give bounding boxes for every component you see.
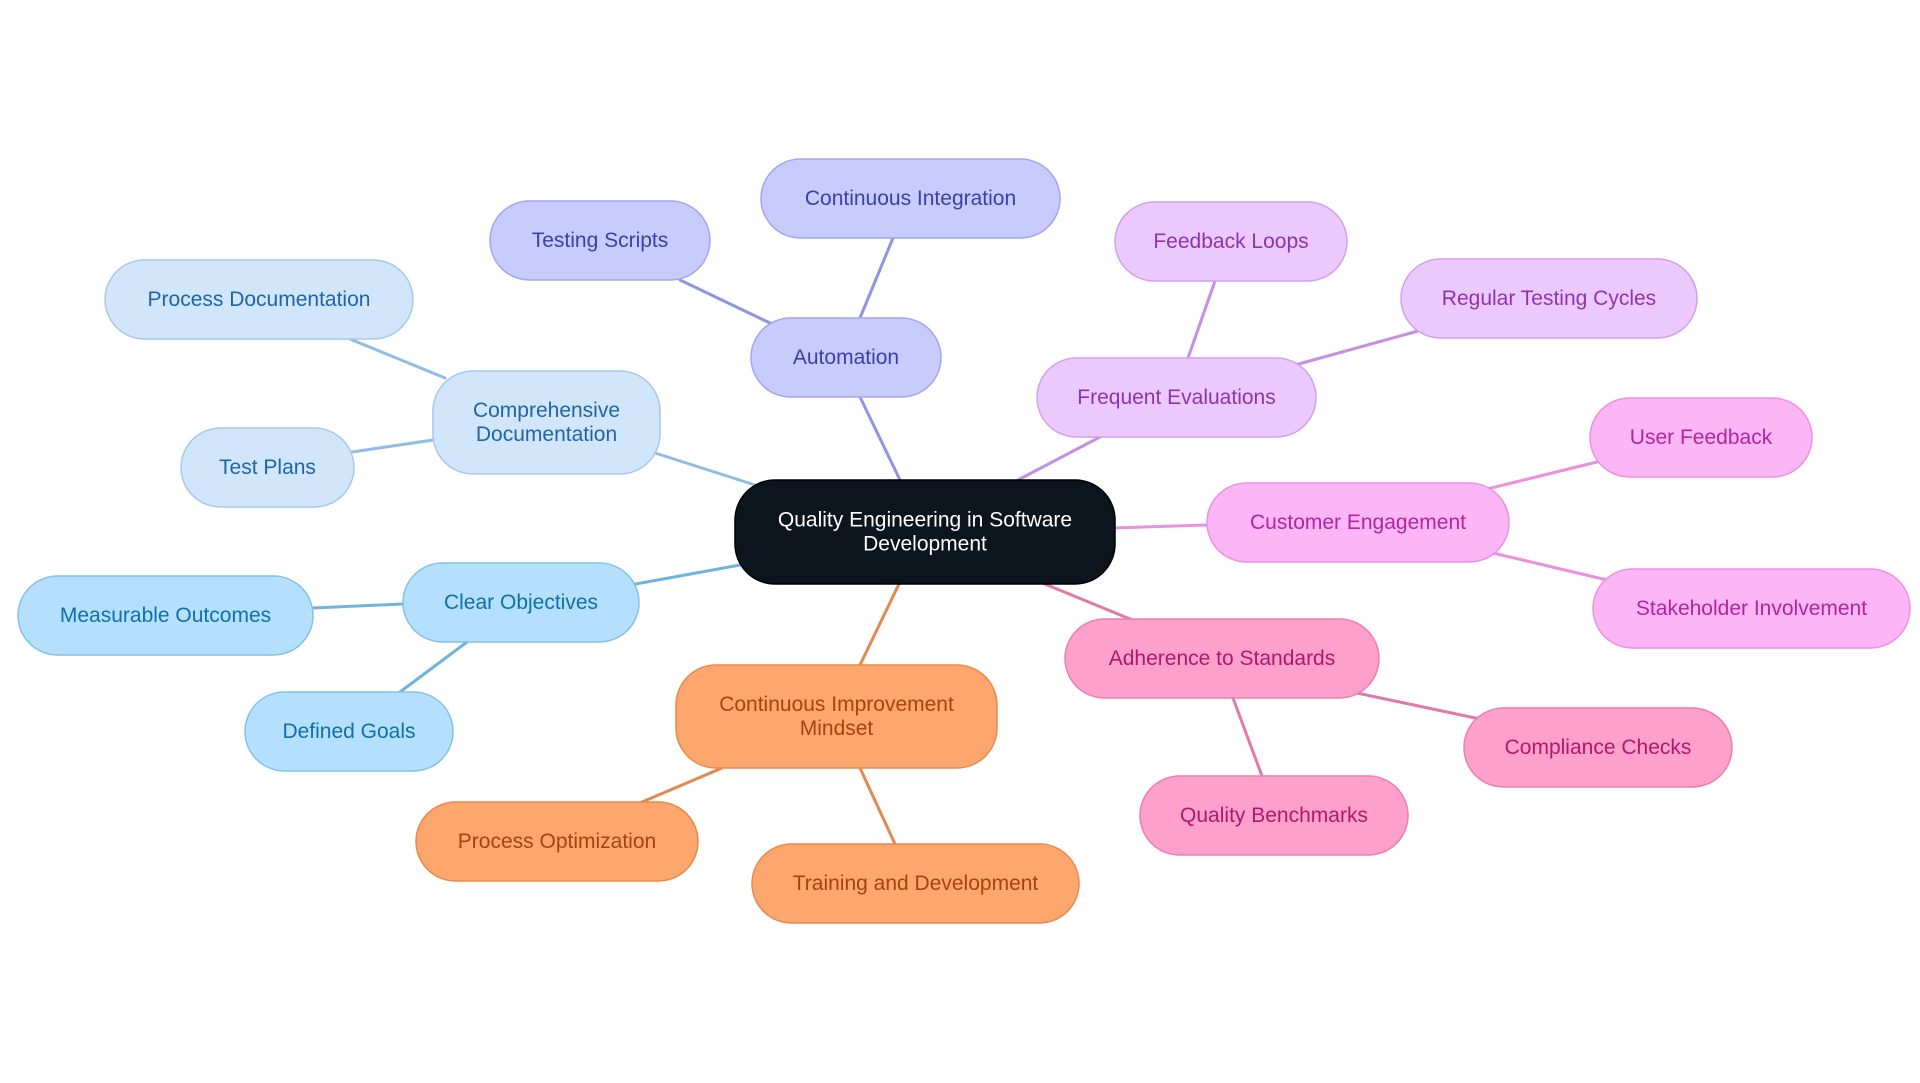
node-label-measurable-outcomes: Measurable Outcomes <box>60 604 271 627</box>
connector-training-and-development <box>858 766 897 846</box>
node-label-comprehensive-documentation: Documentation <box>476 423 617 446</box>
node-shape-compliance-checks <box>1463 707 1733 788</box>
node-shape-stakeholder-involvement <box>1592 568 1911 649</box>
connector-continuous-improvement-mindset <box>858 582 901 667</box>
node-shape-comprehensive-documentation <box>432 370 661 475</box>
connector-customer-engagement <box>1111 523 1209 530</box>
node-training-and-development: Training and Development <box>751 843 1080 924</box>
node-quality-benchmarks: Quality Benchmarks <box>1139 775 1409 856</box>
node-label-user-feedback: User Feedback <box>1630 426 1773 449</box>
node-root: Quality Engineering in SoftwareDevelopme… <box>734 479 1116 585</box>
edge-layer <box>311 236 1609 846</box>
node-label-continuous-improvement-mindset: Continuous Improvement <box>719 693 954 716</box>
node-regular-testing-cycles: Regular Testing Cycles <box>1400 258 1698 339</box>
node-label-frequent-evaluations: Frequent Evaluations <box>1077 386 1275 409</box>
node-shape-testing-scripts <box>489 200 711 281</box>
node-shape-frequent-evaluations <box>1036 357 1317 438</box>
node-shape-continuous-integration <box>760 158 1061 239</box>
connector-regular-testing-cycles <box>1293 329 1420 367</box>
node-label-continuous-improvement-mindset: Mindset <box>800 717 874 740</box>
node-shape-adherence-to-standards <box>1064 618 1380 699</box>
connector-stakeholder-involvement <box>1491 551 1609 582</box>
connector-continuous-integration <box>858 236 895 320</box>
connector-measurable-outcomes <box>311 602 405 610</box>
connector-adherence-to-standards <box>1038 580 1132 621</box>
node-shape-feedback-loops <box>1114 201 1348 282</box>
node-shape-quality-benchmarks <box>1139 775 1409 856</box>
node-shape-measurable-outcomes <box>17 575 314 656</box>
node-shape-root <box>734 479 1116 585</box>
node-shape-continuous-improvement-mindset <box>675 664 998 769</box>
connector-clear-objectives <box>628 563 742 587</box>
node-label-automation: Automation <box>793 346 899 369</box>
node-shape-user-feedback <box>1589 397 1813 478</box>
connector-defined-goals <box>398 640 469 694</box>
node-frequent-evaluations: Frequent Evaluations <box>1036 357 1317 438</box>
node-layer: Automation Testing Scripts Continuous Inte… <box>17 158 1911 924</box>
connector-quality-benchmarks <box>1231 696 1264 778</box>
node-label-root: Quality Engineering in Software <box>778 509 1072 532</box>
connector-feedback-loops <box>1186 279 1217 360</box>
node-shape-customer-engagement <box>1206 482 1510 563</box>
node-automation: Automation <box>750 317 942 398</box>
connector-comprehensive-documentation <box>653 451 757 487</box>
node-label-regular-testing-cycles: Regular Testing Cycles <box>1442 287 1656 310</box>
connector-process-optimization <box>640 766 724 804</box>
connector-user-feedback <box>1485 460 1599 491</box>
connector-frequent-evaluations <box>1016 435 1102 482</box>
node-shape-automation <box>750 317 942 398</box>
connector-automation <box>858 395 902 482</box>
node-shape-process-optimization <box>415 801 699 882</box>
node-measurable-outcomes: Measurable Outcomes <box>17 575 314 656</box>
node-process-optimization: Process Optimization <box>415 801 699 882</box>
node-label-adherence-to-standards: Adherence to Standards <box>1109 647 1336 670</box>
node-feedback-loops: Feedback Loops <box>1114 201 1348 282</box>
node-label-stakeholder-involvement: Stakeholder Involvement <box>1636 597 1867 620</box>
node-label-quality-benchmarks: Quality Benchmarks <box>1180 804 1368 827</box>
node-label-compliance-checks: Compliance Checks <box>1505 736 1692 759</box>
node-label-feedback-loops: Feedback Loops <box>1153 230 1308 253</box>
node-shape-process-documentation <box>104 259 414 340</box>
node-label-defined-goals: Defined Goals <box>282 720 415 743</box>
node-stakeholder-involvement: Stakeholder Involvement <box>1592 568 1911 649</box>
node-testing-scripts: Testing Scripts <box>489 200 711 281</box>
node-shape-regular-testing-cycles <box>1400 258 1698 339</box>
node-user-feedback: User Feedback <box>1589 397 1813 478</box>
node-label-continuous-integration: Continuous Integration <box>805 187 1016 210</box>
node-test-plans: Test Plans <box>180 427 355 508</box>
node-adherence-to-standards: Adherence to Standards <box>1064 618 1380 699</box>
connector-compliance-checks <box>1355 691 1482 721</box>
node-label-comprehensive-documentation: Comprehensive <box>473 399 620 422</box>
node-shape-clear-objectives <box>402 562 640 643</box>
node-label-testing-scripts: Testing Scripts <box>532 229 669 252</box>
node-label-training-and-development: Training and Development <box>793 872 1039 895</box>
node-shape-test-plans <box>180 427 355 508</box>
node-shape-defined-goals <box>244 691 454 772</box>
node-clear-objectives: Clear Objectives <box>402 562 640 643</box>
node-label-root: Development <box>863 533 987 556</box>
node-label-process-documentation: Process Documentation <box>148 288 371 311</box>
connector-process-documentation <box>348 337 447 380</box>
node-label-process-optimization: Process Optimization <box>458 830 656 853</box>
node-label-test-plans: Test Plans <box>219 456 316 479</box>
node-defined-goals: Defined Goals <box>244 691 454 772</box>
node-label-clear-objectives: Clear Objectives <box>444 591 598 614</box>
node-shape-training-and-development <box>751 843 1080 924</box>
node-continuous-integration: Continuous Integration <box>760 158 1061 239</box>
node-compliance-checks: Compliance Checks <box>1463 707 1733 788</box>
node-process-documentation: Process Documentation <box>104 259 414 340</box>
connector-test-plans <box>350 438 435 454</box>
node-customer-engagement: Customer Engagement <box>1206 482 1510 563</box>
node-label-customer-engagement: Customer Engagement <box>1250 511 1466 534</box>
connector-testing-scripts <box>678 278 772 325</box>
